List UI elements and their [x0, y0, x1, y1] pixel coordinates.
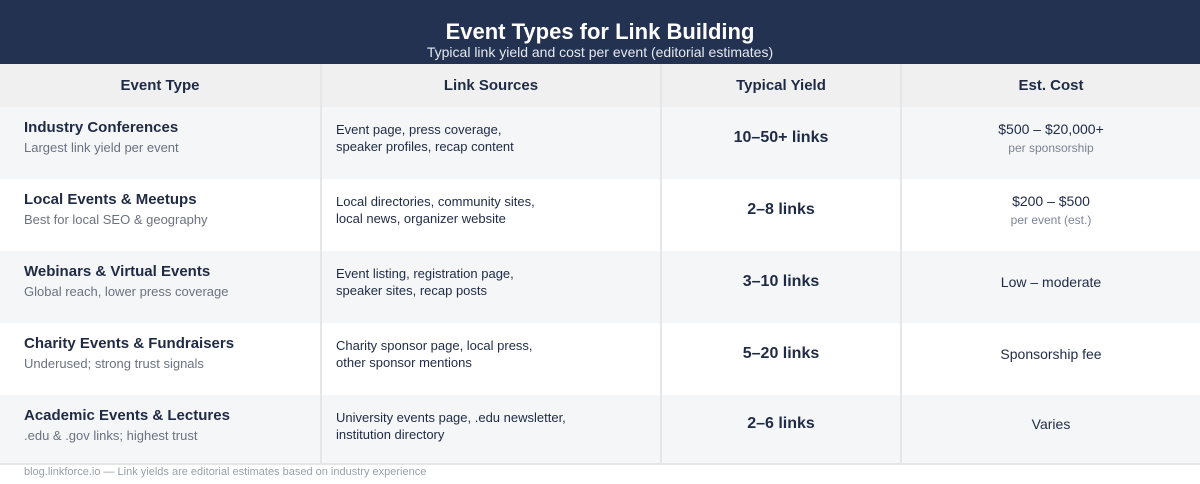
- link-sources-line: speaker sites, recap posts: [336, 283, 488, 298]
- link-sources-line: other sponsor mentions: [336, 355, 472, 370]
- link-sources-cell: Event page, press coverage, speaker prof…: [320, 107, 660, 179]
- table-row: Academic Events & Lectures .edu & .gov l…: [0, 395, 1200, 463]
- event-type-name: Local Events & Meetups: [24, 191, 197, 208]
- title-banner: Event Types for Link Building Typical li…: [0, 0, 1200, 64]
- table-row: Industry Conferences Largest link yield …: [0, 107, 1200, 179]
- cost-value: Sponsorship fee: [1000, 346, 1102, 362]
- column-header-link-sources: Link Sources: [320, 64, 660, 107]
- event-type-description: Largest link yield per event: [24, 140, 179, 155]
- event-type-cell: Academic Events & Lectures .edu & .gov l…: [0, 395, 320, 463]
- page-title: Event Types for Link Building: [445, 19, 755, 44]
- link-sources-cell: Charity sponsor page, local press, other…: [320, 323, 660, 395]
- link-sources-cell: Event listing, registration page, speake…: [320, 251, 660, 323]
- column-header-event-type: Event Type: [120, 77, 200, 94]
- est-cost-cell: Low – moderate: [900, 251, 1200, 323]
- cost-value: $500 – $20,000+: [998, 121, 1104, 137]
- link-sources-line: local news, organizer website: [336, 211, 506, 226]
- est-cost-cell: Varies: [900, 395, 1200, 463]
- typical-yield-cell: 5–20 links: [660, 323, 900, 395]
- event-type-cell: Local Events & Meetups Best for local SE…: [0, 179, 320, 251]
- typical-yield-cell: 2–8 links: [660, 179, 900, 251]
- typical-yield-cell: 2–6 links: [660, 395, 900, 463]
- source-footnote: blog.linkforce.io — Link yields are edit…: [24, 466, 427, 478]
- page-subtitle: Typical link yield and cost per event (e…: [426, 44, 774, 60]
- event-type-name: Webinars & Virtual Events: [24, 263, 211, 280]
- event-type-name: Industry Conferences: [24, 119, 179, 136]
- cost-value: $200 – $500: [1012, 193, 1090, 209]
- cost-note: per event (est.): [1010, 213, 1092, 227]
- link-sources-line: Event page, press coverage,: [336, 122, 502, 137]
- event-type-name: Charity Events & Fundraisers: [24, 335, 235, 352]
- event-type-cell: Industry Conferences Largest link yield …: [0, 107, 320, 179]
- column-header-typical-yield: Typical Yield: [660, 64, 900, 107]
- link-sources-line: institution directory: [336, 427, 445, 442]
- est-cost-cell: $500 – $20,000+ per sponsorship: [900, 107, 1200, 179]
- cost-value: Varies: [1031, 416, 1071, 432]
- table-row: Charity Events & Fundraisers Underused; …: [0, 323, 1200, 395]
- est-cost-cell: $200 – $500 per event (est.): [900, 179, 1200, 251]
- table-row: Webinars & Virtual Events Global reach, …: [0, 251, 1200, 323]
- event-type-name: Academic Events & Lectures: [24, 407, 230, 424]
- typical-yield-cell: 3–10 links: [660, 251, 900, 323]
- link-sources-cell: University events page, .edu newsletter,…: [320, 395, 660, 463]
- column-header-est-cost: Est. Cost: [900, 64, 1200, 107]
- link-sources-line: Local directories, community sites,: [336, 194, 535, 209]
- cost-value: Low – moderate: [1000, 274, 1102, 290]
- link-sources-line: Event listing, registration page,: [336, 266, 514, 281]
- cost-note: per sponsorship: [1008, 141, 1094, 155]
- table-bottom-divider: [0, 463, 1200, 465]
- link-sources-cell: Local directories, community sites, loca…: [320, 179, 660, 251]
- event-type-cell: Charity Events & Fundraisers Underused; …: [0, 323, 320, 395]
- event-type-description: Global reach, lower press coverage: [24, 284, 229, 299]
- table-header-row: Event Type Link Sources Typical Yield Es…: [0, 64, 1200, 107]
- typical-yield-cell: 10–50+ links: [660, 107, 900, 179]
- link-sources-line: Charity sponsor page, local press,: [336, 338, 533, 353]
- est-cost-cell: Sponsorship fee: [900, 323, 1200, 395]
- table-row: Local Events & Meetups Best for local SE…: [0, 179, 1200, 251]
- link-sources-line: University events page, .edu newsletter,: [336, 410, 566, 425]
- event-type-description: Best for local SEO & geography: [24, 212, 208, 227]
- event-type-description: .edu & .gov links; highest trust: [24, 428, 198, 443]
- event-type-description: Underused; strong trust signals: [24, 356, 204, 371]
- link-sources-line: speaker profiles, recap content: [336, 139, 514, 154]
- event-type-cell: Webinars & Virtual Events Global reach, …: [0, 251, 320, 323]
